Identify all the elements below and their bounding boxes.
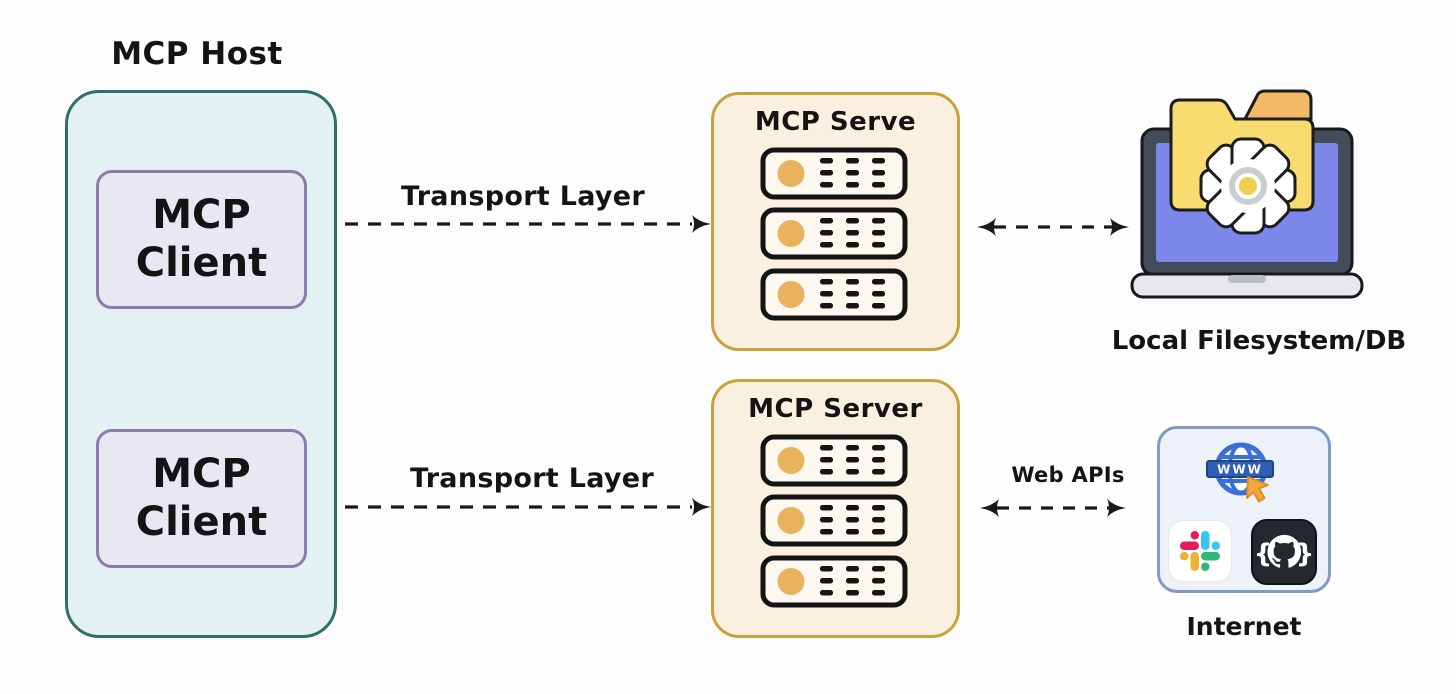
svg-text:{: { [1254,539,1273,569]
server-rack-icon [760,268,908,321]
globe-www-icon: WWW [1206,442,1274,503]
server-rack-icon [760,434,908,487]
github-icon: { } [1251,519,1317,585]
mcp-server-box-2: MCP Server [711,379,960,638]
server-rack-icon [760,494,908,547]
mcp-server-title: MCP Serve [754,107,917,137]
mcp-client-label: MCP Client [135,192,268,286]
svg-text:WWW: WWW [1217,463,1263,477]
mcp-client-box-2: MCP Client [96,429,307,568]
bidirectional-arrow-filesystem-icon [977,218,1129,236]
local-filesystem-label: Local Filesystem/DB [1111,326,1407,356]
mcp-host-title: MCP Host [111,36,283,72]
mcp-server-title: MCP Server [748,394,923,424]
server-rack-icon [760,207,908,260]
svg-text:}: } [1296,539,1315,569]
internet-label: Internet [1186,612,1302,641]
mcp-server-box-1: MCP Serve [711,92,960,351]
internet-box: WWW { } [1157,426,1331,593]
gear-icon [1199,137,1297,235]
transport-layer-label-bottom: Transport Layer [409,463,655,494]
slack-icon [1169,521,1231,581]
mcp-client-box-1: MCP Client [96,170,307,309]
dashed-arrow-right-bottom-icon [345,498,711,516]
transport-layer-label-top: Transport Layer [400,181,646,212]
laptop-icon [1130,89,1364,299]
server-rack-icon [760,555,908,608]
dashed-arrow-right-top-icon [345,215,711,233]
web-apis-label: Web APIs [1011,463,1125,487]
server-rack-icon [760,147,908,200]
mcp-client-label: MCP Client [135,451,268,545]
bidirectional-arrow-internet-icon [980,499,1126,517]
